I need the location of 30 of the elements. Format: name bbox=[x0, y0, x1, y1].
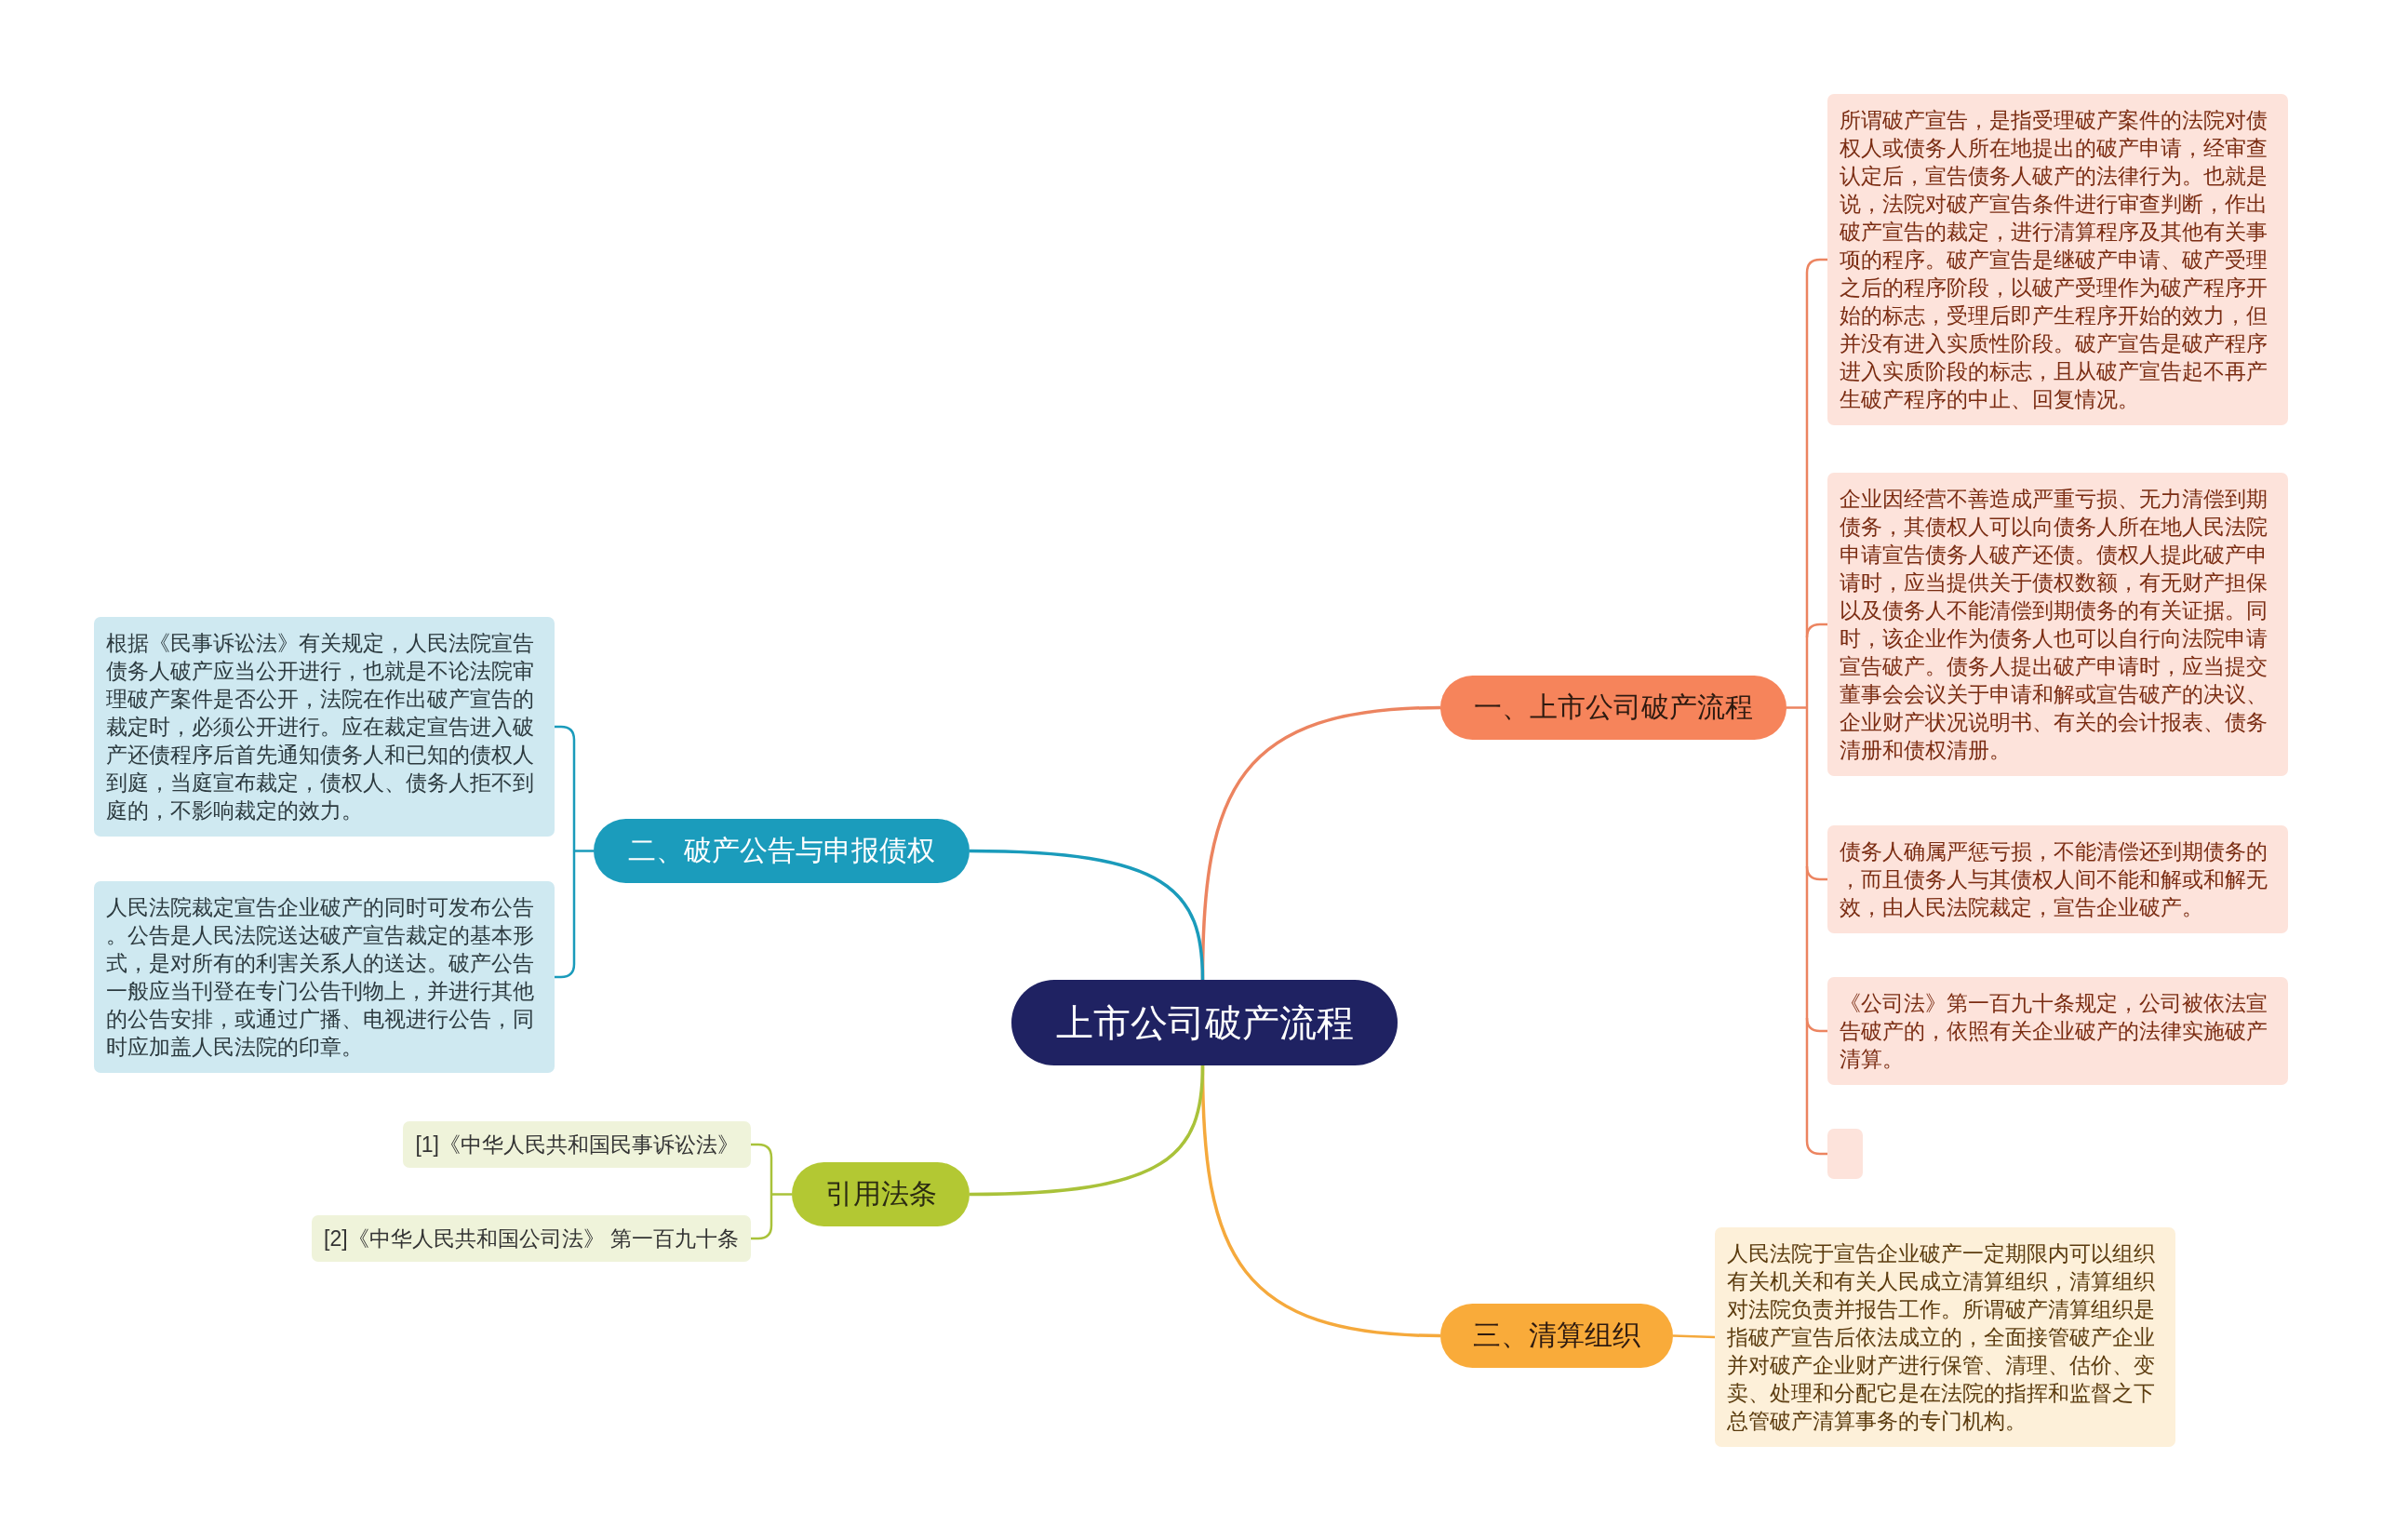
connector-line bbox=[751, 1225, 773, 1240]
branch-topic: 三、清算组织 bbox=[1440, 1304, 1673, 1368]
note-card: 人民法院于宣告企业破产一定期限内可以组织有关机关和有关人民成立清算组织，清算组织对法院负责并报告工作。所谓破产清算组织是指破产宣告后依法成立的，全面接管破产企业并对破产企业财产进行保管、清理、估价、变卖、处理和分配它是在法院的指挥和监督之下总管破产清算事务的专门机构。 bbox=[1715, 1227, 2175, 1447]
note-card: 《公司法》第一百九十条规定，公司被依法宣告破产的，依照有关企业破产的法律实施破产清算。 bbox=[1827, 977, 2288, 1085]
note-card: 根据《民事诉讼法》有关规定，人民法院宣告债务人破产应当公开进行，也就是不论法院审理破产案件是否公开，法院在作出破产宣告的裁定时，必须公开进行。应在裁定宣告进入破产还债程序后首先通知债务人和已知的债权人到庭，当庭宣布裁定，债权人、债务人拒不到庭的，不影响裁定的效力。 bbox=[94, 617, 555, 837]
connector-line bbox=[969, 849, 1205, 981]
connector-line bbox=[555, 963, 576, 979]
note-card: 企业因经营不善造成严重亏损、无力清偿到期债务，其债权人可以向债务人所在地人民法院申请宣告债务人破产还债。债权人提此破产申请时，应当提供关于债权数额，有无财产担保以及债务人不能清偿到期债务的有关证据。同时，该企业作为债务人也可以自行向法院申请宣告破产。债务人提出破产申请时，应当提交董事会会议关于申请和解或宣告破产的决议、企业财产状况说明书、有关的会计报表、债务清册和债权清册。 bbox=[1827, 473, 2288, 776]
note-card: 所谓破产宣告，是指受理破产案件的法院对债权人或债务人所在地提出的破产申请，经审查认定后，宣告债务人破产的法律行为。也就是说，法院对破产宣告条件进行审查判断，作出破产宣告的裁定，进行清算程序及其他有关事项的程序。破产宣告是继破产申请、破产受理之后的程序阶段，以破产受理作为破产程序开始的标志，受理后即产生程序开始的效力，但并没有进入实质性阶段。破产宣告是破产程序进入实质阶段的标志，且从破产宣告起不再产生破产程序的中止、回复情况。 bbox=[1827, 94, 2288, 425]
note-card: 人民法院裁定宣告企业破产的同时可发布公告。公告是人民法院送达破产宣告裁定的基本形式，是对所有的利害关系人的送达。破产公告一般应当刊登在专门公告刊物上，并进行其他的公告安排，或通过广播、电视进行公告，同时应加盖人民法院的印章。 bbox=[94, 881, 555, 1073]
connector-line bbox=[1785, 271, 1809, 1143]
connector-line bbox=[1805, 865, 1827, 881]
connector-line bbox=[969, 1065, 1205, 1197]
connector-line bbox=[555, 725, 576, 741]
connector-line bbox=[1805, 1140, 1827, 1156]
connector-line bbox=[769, 1156, 794, 1227]
connector-line bbox=[1805, 1017, 1827, 1033]
reference-card: [1]《中华人民共和国民事诉讼法》 bbox=[403, 1121, 751, 1168]
connector-line bbox=[572, 738, 596, 966]
connector-line bbox=[1805, 623, 1827, 638]
note-card: 债务人确属严惩亏损，不能清偿还到期债务的，而且债务人与其债权人间不能和解或和解无效，由人民法院裁定，宣告企业破产。 bbox=[1827, 825, 2288, 933]
connector-line bbox=[1672, 1334, 1716, 1339]
branch-topic: 一、上市公司破产流程 bbox=[1440, 676, 1786, 740]
central-topic: 上市公司破产流程 bbox=[1011, 980, 1398, 1065]
connector-line bbox=[1805, 258, 1827, 274]
connector-line bbox=[751, 1143, 773, 1158]
branch-topic: 引用法条 bbox=[792, 1162, 970, 1226]
reference-card: [2]《中华人民共和国公司法》 第一百九十条 bbox=[312, 1215, 751, 1262]
branch-topic: 二、破产公告与申报债权 bbox=[594, 819, 970, 883]
empty-card bbox=[1827, 1129, 1863, 1179]
